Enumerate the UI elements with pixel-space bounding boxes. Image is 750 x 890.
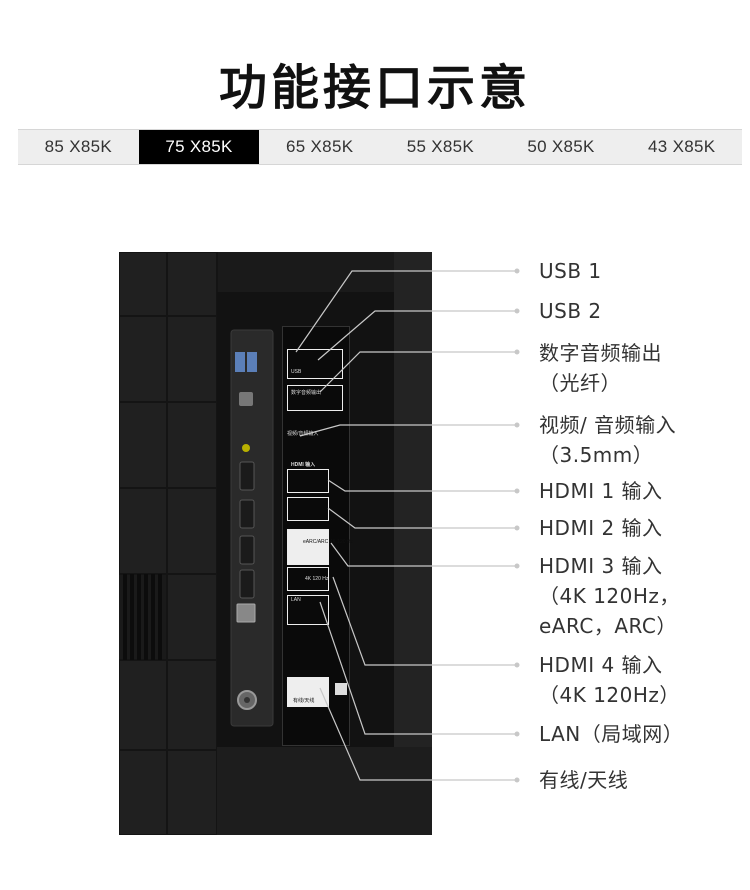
callout-lan: LAN（局域网） <box>539 719 683 749</box>
callout-optical-line1: 数字音频输出 <box>539 338 662 368</box>
callout-hdmi3-line1: HDMI 3 输入 <box>539 551 680 581</box>
callout-usb1: USB 1 <box>539 256 602 286</box>
callout-optical-line2: （光纤） <box>539 368 662 398</box>
callout-hdmi1: HDMI 1 输入 <box>539 476 663 506</box>
callout-hdmi3-line2: （4K 120Hz， <box>539 581 680 611</box>
callout-hdmi3: HDMI 3 输入 （4K 120Hz， eARC，ARC） <box>539 551 680 641</box>
callout-usb1-line: USB 1 <box>539 256 602 286</box>
callout-usb2-line: USB 2 <box>539 296 602 326</box>
callout-av-input: 视频/ 音频输入 （3.5mm） <box>539 410 676 470</box>
callout-hdmi4: HDMI 4 输入 （4K 120Hz） <box>539 650 680 710</box>
callout-hdmi3-line3: eARC，ARC） <box>539 611 680 641</box>
callout-hdmi4-line2: （4K 120Hz） <box>539 680 680 710</box>
callout-antenna: 有线/天线 <box>539 765 628 795</box>
callout-optical: 数字音频输出 （光纤） <box>539 338 662 398</box>
callout-av-line2: （3.5mm） <box>539 440 676 470</box>
callout-usb2: USB 2 <box>539 296 602 326</box>
callout-hdmi4-line1: HDMI 4 输入 <box>539 650 680 680</box>
callout-hdmi2: HDMI 2 输入 <box>539 513 663 543</box>
callout-hdmi1-line: HDMI 1 输入 <box>539 476 663 506</box>
callout-hdmi2-line: HDMI 2 输入 <box>539 513 663 543</box>
callout-lan-line: LAN（局域网） <box>539 719 683 749</box>
callout-antenna-line: 有线/天线 <box>539 765 628 795</box>
callout-av-line1: 视频/ 音频输入 <box>539 410 676 440</box>
